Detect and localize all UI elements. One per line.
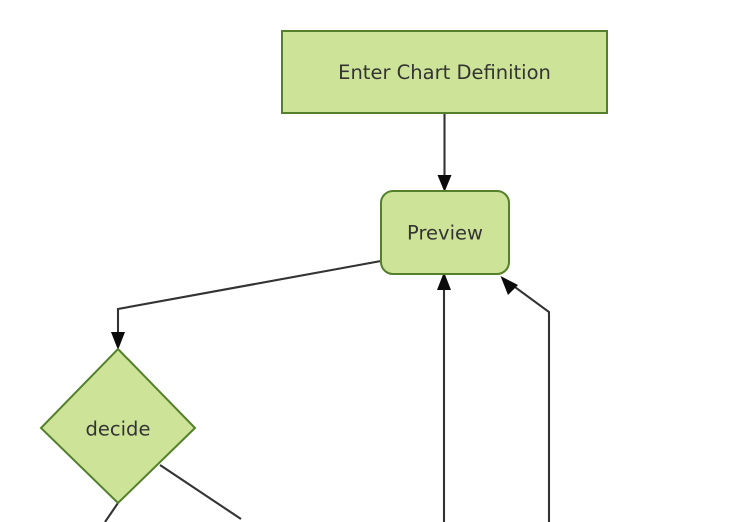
edge-bottom-center-to-preview[interactable]	[437, 272, 451, 522]
edge-decide-bottom-right[interactable]	[159, 464, 242, 520]
edge-enter-to-preview[interactable]	[437, 113, 452, 192]
node-rounded-rectangle	[380, 190, 510, 275]
edge-line	[104, 502, 119, 522]
edge-bottom-right-to-preview[interactable]	[500, 276, 551, 522]
arrowhead-icon	[437, 272, 451, 290]
node-enter-chart-definition[interactable]: Enter Chart Definition	[281, 30, 608, 114]
node-label-enter-chart-definition: Enter Chart Definition	[338, 61, 551, 84]
node-label-decide: decide	[86, 418, 151, 441]
node-preview[interactable]: Preview	[380, 190, 510, 275]
edge-line	[507, 281, 551, 522]
arrowhead-icon	[500, 276, 518, 295]
node-decide[interactable]: decide	[39, 347, 197, 505]
edge-line	[116, 259, 382, 340]
edge-line	[159, 464, 242, 520]
node-label-preview: Preview	[407, 222, 483, 245]
edge-layer	[104, 113, 551, 522]
node-layer: Enter Chart Definition Preview decide	[39, 30, 608, 505]
node-diamond	[39, 347, 197, 505]
arrowhead-icon	[111, 332, 125, 350]
edge-preview-to-decide[interactable]	[111, 259, 382, 350]
edge-decide-bottom-left[interactable]	[104, 502, 119, 522]
node-rectangle	[281, 30, 608, 114]
arrowhead-icon	[437, 175, 452, 192]
